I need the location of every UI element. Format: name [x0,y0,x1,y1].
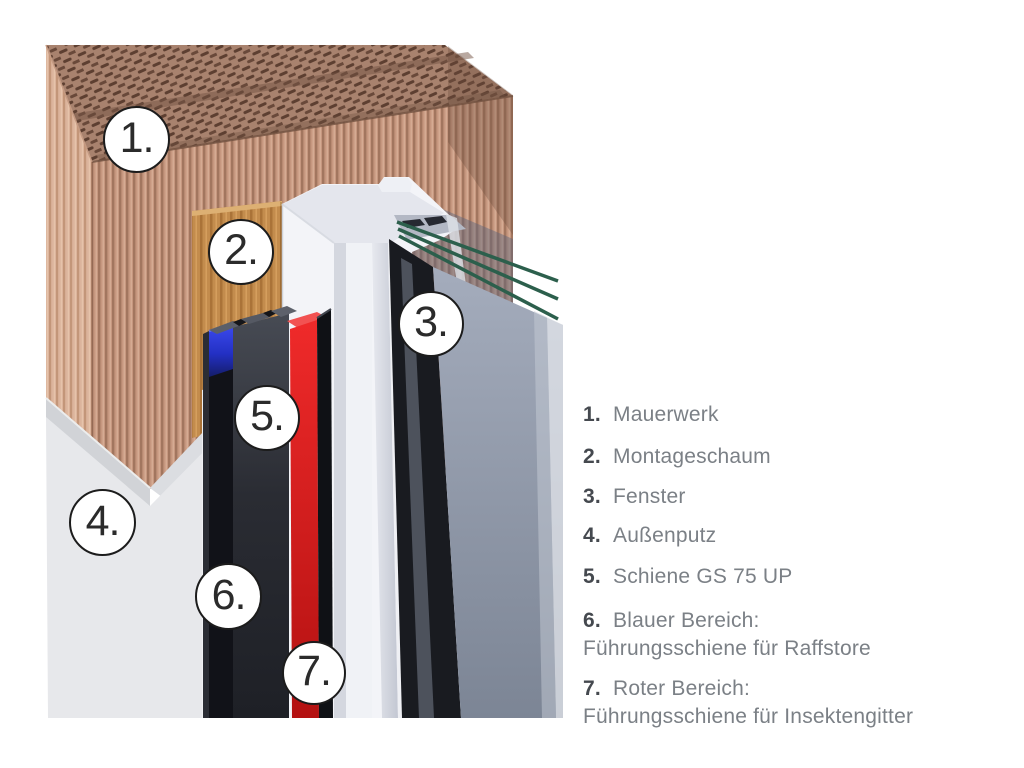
glazing-channel-slot [424,216,447,226]
callout-5: 5. [234,385,300,451]
legend-item-schiene: 5. Schiene GS 75 UP [583,563,1024,591]
glass-reflection [534,311,556,718]
callout-3: 3. [398,291,464,357]
callout-7: 7. [282,641,346,705]
plaster-bevel-highlight [45,397,151,489]
legend-label: Fenster [613,485,686,508]
frame-profile-edge [281,203,335,244]
blue-guide-insert [209,323,233,379]
rail-right-fin [317,309,333,718]
legend: 1. Mauerwerk 2. Montageschaum 3. Fenster 4.… [583,0,1024,768]
legend-number: 5. [583,565,601,588]
rail-channel-opening [233,319,247,326]
legend-label: Montageschaum [613,445,771,468]
rail-wall-top [271,306,297,317]
rail-front-face [233,313,289,718]
frame-top-step [378,178,412,192]
legend-label: Roter Bereich: [613,677,751,700]
frame-reflection-sliver [446,214,468,300]
mortar-joint [96,90,505,161]
glass-pane-line [398,234,559,321]
legend-number: 3. [583,485,601,508]
glass-pane-line [396,220,559,283]
frame-face-band [346,243,372,718]
red-guide-top [287,312,328,328]
legend-number: 6. [583,609,601,632]
glazing-pane-lines [396,220,559,321]
mortar-joint [58,52,474,123]
legend-item-blauer-bereich: 6. Blauer Bereich: Führungsschiene für Ra… [583,607,1024,663]
legend-item-fenster: 3. Fenster [583,483,1024,511]
plaster-bevel-right [150,432,216,497]
foam-panel-top-bevel [192,201,282,216]
legend-number: 2. [583,445,601,468]
legend-number: 4. [583,524,601,547]
legend-label-line2: Führungsschiene für Insektengitter [583,705,914,728]
rail-wall-top [241,313,271,324]
callout-6: 6. [195,563,262,630]
legend-item-roter-bereich: 7. Roter Bereich: Führungsschiene für Ins… [583,675,1024,731]
glass-pane-line [397,227,559,301]
callout-4: 4. [69,489,136,556]
rail-fin-edge [316,308,332,319]
glass-pane [433,267,563,718]
rail-channel-shadow [209,369,233,718]
frame-groove-shade [334,243,346,718]
legend-label: Schiene GS 75 UP [613,565,793,588]
brick-right-face-shade [448,46,513,235]
legend-number: 1. [583,403,601,426]
legend-label: Blauer Bereich: [613,609,760,632]
frame-rounded-edge [372,243,398,718]
glass-unit [389,214,563,718]
brick-left-face [46,45,92,441]
legend-label: Außenputz [613,524,717,547]
legend-number: 7. [583,677,601,700]
rail-left-side [203,331,209,718]
plaster-bevel-left [46,398,150,508]
rail-wall-top [209,321,241,334]
callout-2: 2. [208,219,274,285]
glazing-rebate-inner [401,258,434,718]
legend-item-aussenputz: 4. Außenputz [583,522,1024,550]
glass-reflection [547,317,563,718]
legend-item-mauerwerk: 1. Mauerwerk [583,401,1024,429]
callout-1: 1. [103,106,170,173]
legend-label-line2: Führungsschiene für Raffstore [583,637,871,660]
legend-item-montageschaum: 2. Montageschaum [583,443,1024,471]
brick-corner-edge [45,44,93,163]
legend-label: Mauerwerk [613,403,719,426]
